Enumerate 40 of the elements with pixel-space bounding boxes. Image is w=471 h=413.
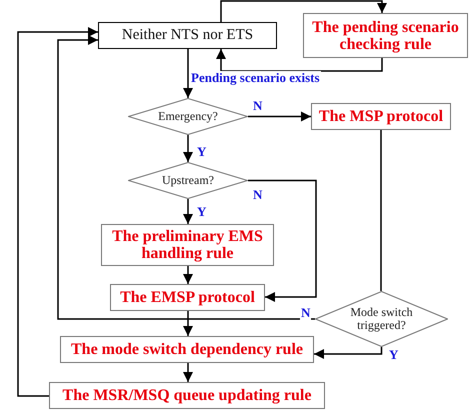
decision-diamond xyxy=(128,98,248,135)
edge-label: Pending scenario exists xyxy=(190,71,321,85)
process-box xyxy=(303,13,468,58)
arrow xyxy=(248,180,317,302)
arrow xyxy=(216,49,383,72)
edge-label: N xyxy=(300,306,312,320)
arrow xyxy=(314,347,382,359)
arrow xyxy=(57,35,315,320)
process-box xyxy=(49,382,325,409)
arrow xyxy=(183,49,193,98)
arrow xyxy=(248,112,311,122)
box-text: The mode switch dependency rule xyxy=(71,341,303,358)
arrow xyxy=(220,0,387,22)
arrow xyxy=(183,311,193,336)
box-text: The EMSP protocol xyxy=(120,289,255,306)
process-box xyxy=(110,284,265,311)
process-box xyxy=(101,224,274,266)
edge-label: N xyxy=(252,99,264,113)
decision-diamond xyxy=(315,291,448,347)
box-text: The MSP protocol xyxy=(318,108,444,125)
box-text: The MSR/MSQ queue updating rule xyxy=(62,387,312,404)
arrow xyxy=(183,135,193,162)
process-box xyxy=(60,336,314,363)
box-text: The pending scenario checking rule xyxy=(311,18,460,52)
decision-text: Upstream? xyxy=(162,174,214,187)
edge-label: N xyxy=(252,188,264,202)
arrow xyxy=(183,266,193,284)
process-box xyxy=(311,103,451,130)
edge-label: Y xyxy=(196,205,208,219)
box-text: Neither NTS nor ETS xyxy=(122,27,254,44)
arrow xyxy=(183,363,193,382)
decision-diamond xyxy=(128,162,248,199)
decision-text: Emergency? xyxy=(158,110,218,123)
box-text: The preliminary EMS handling rule xyxy=(111,228,264,262)
edge-label: Y xyxy=(196,145,208,159)
arrow xyxy=(17,27,98,397)
edge-label: Y xyxy=(388,348,400,362)
decision-text: Mode switch triggered? xyxy=(349,306,414,332)
arrow xyxy=(183,199,193,224)
process-box xyxy=(98,22,277,49)
